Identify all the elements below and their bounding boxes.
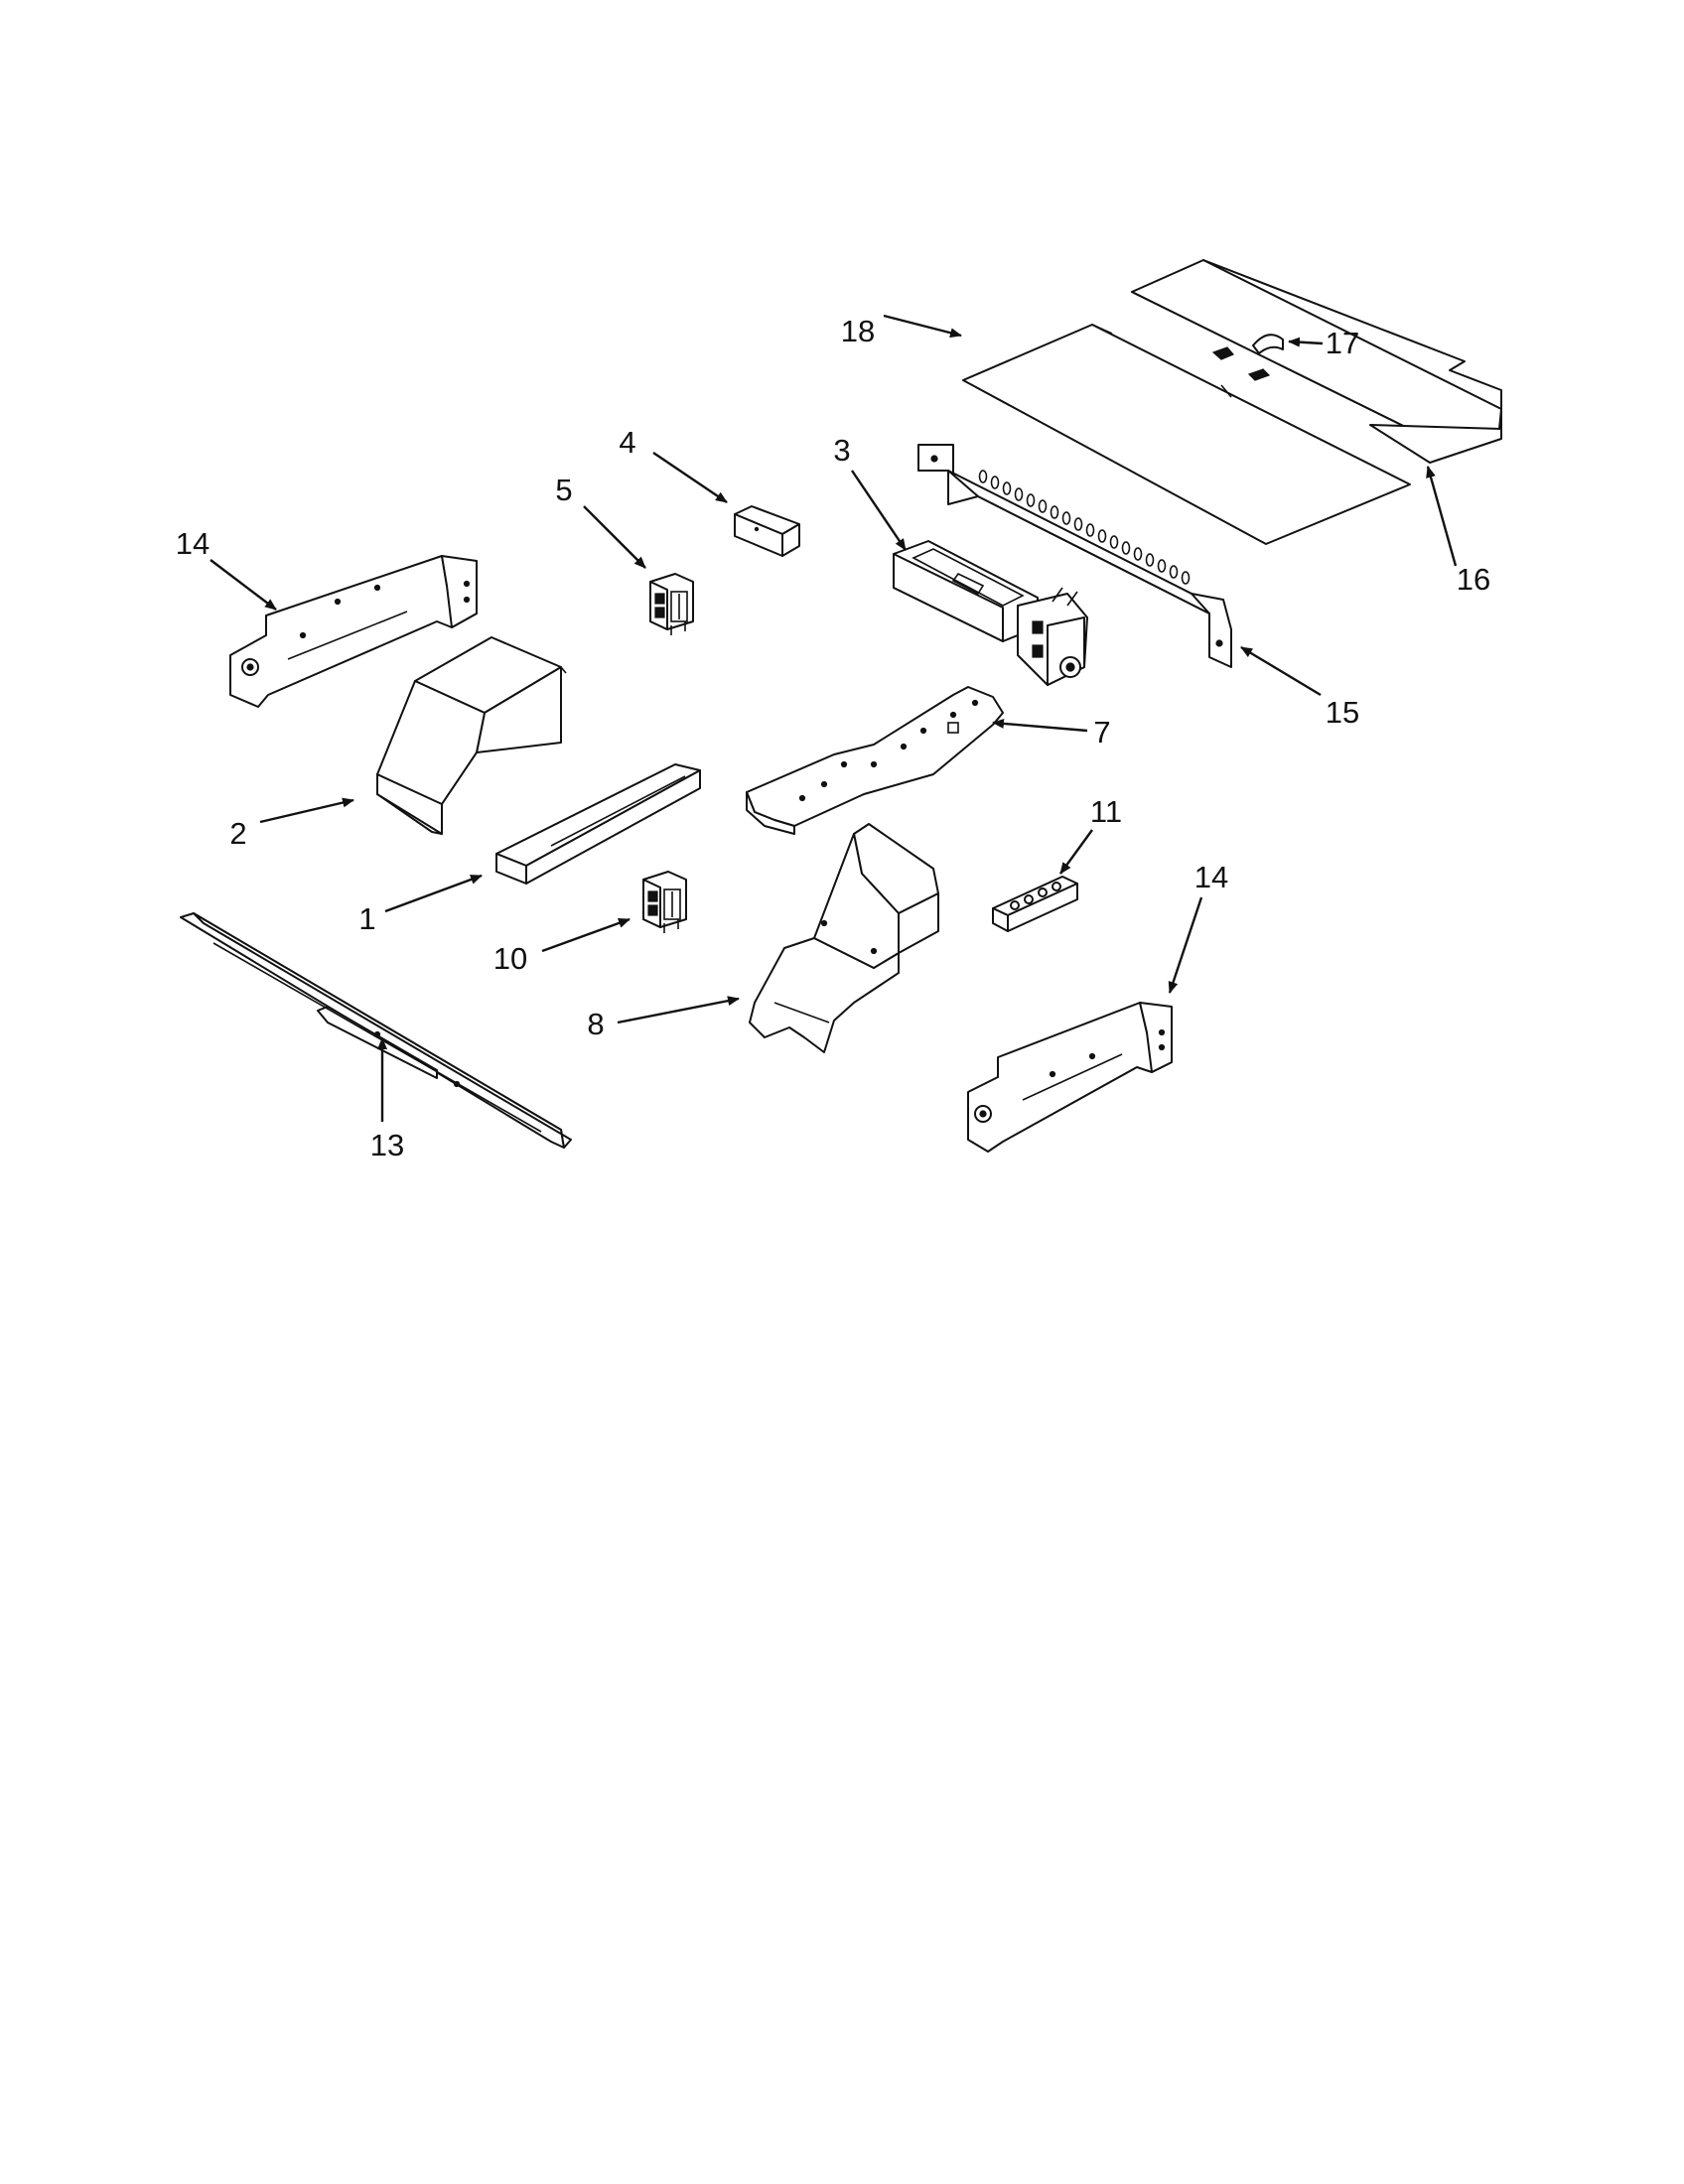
leader-14a bbox=[210, 559, 277, 611]
callout-13: 13 bbox=[370, 1128, 404, 1162]
leader-1 bbox=[384, 874, 483, 913]
leader-5 bbox=[583, 505, 646, 569]
leader-4 bbox=[652, 452, 728, 503]
callout-7: 7 bbox=[1093, 715, 1110, 750]
callout-10: 10 bbox=[493, 941, 527, 976]
leader-2 bbox=[259, 797, 354, 824]
callout-14-upper: 14 bbox=[176, 526, 210, 561]
leader-16 bbox=[1426, 466, 1458, 567]
callout-leaders bbox=[210, 314, 1458, 1122]
callout-1: 1 bbox=[358, 901, 375, 936]
part-17-clip bbox=[1211, 334, 1284, 381]
part-15-vented-bracket bbox=[917, 444, 1232, 668]
leader-3 bbox=[851, 470, 907, 551]
callout-5: 5 bbox=[555, 473, 572, 507]
callout-3: 3 bbox=[833, 433, 850, 468]
part-2-duct bbox=[376, 636, 567, 835]
vent-holes bbox=[978, 470, 1191, 585]
callout-14-lower: 14 bbox=[1194, 860, 1228, 894]
leader-17 bbox=[1288, 337, 1324, 347]
callout-2: 2 bbox=[229, 816, 246, 851]
callout-11: 11 bbox=[1090, 794, 1122, 829]
leader-15 bbox=[1240, 645, 1322, 697]
leader-7 bbox=[992, 718, 1088, 733]
part-10-switch bbox=[642, 871, 687, 933]
leader-10 bbox=[541, 917, 631, 953]
leader-8 bbox=[617, 996, 740, 1024]
leader-11 bbox=[1059, 829, 1093, 875]
callout-17: 17 bbox=[1326, 326, 1359, 360]
callout-4: 4 bbox=[619, 425, 635, 460]
leader-18 bbox=[883, 314, 962, 339]
callout-8: 8 bbox=[587, 1007, 604, 1041]
part-14-side-bracket-left bbox=[229, 555, 478, 708]
part-5-switch bbox=[649, 573, 694, 635]
part-7-mounting-plate bbox=[746, 686, 1004, 835]
callout-labels: 18 17 16 15 3 4 5 14 2 1 10 8 13 7 11 14 bbox=[176, 314, 1490, 1162]
callout-18: 18 bbox=[841, 314, 875, 348]
part-8-deflector bbox=[749, 823, 939, 1053]
part-3-latch-assembly bbox=[893, 540, 1088, 686]
part-14-side-bracket-right bbox=[967, 1002, 1173, 1153]
part-1-channel bbox=[495, 763, 701, 885]
callout-16: 16 bbox=[1457, 562, 1490, 597]
part-11-terminal-block bbox=[992, 876, 1078, 932]
callout-15: 15 bbox=[1326, 695, 1359, 730]
part-16-rear-panel bbox=[1131, 259, 1502, 464]
part-4-block bbox=[734, 505, 800, 557]
leader-14b bbox=[1168, 896, 1203, 994]
part-18-top-plate bbox=[962, 324, 1411, 545]
